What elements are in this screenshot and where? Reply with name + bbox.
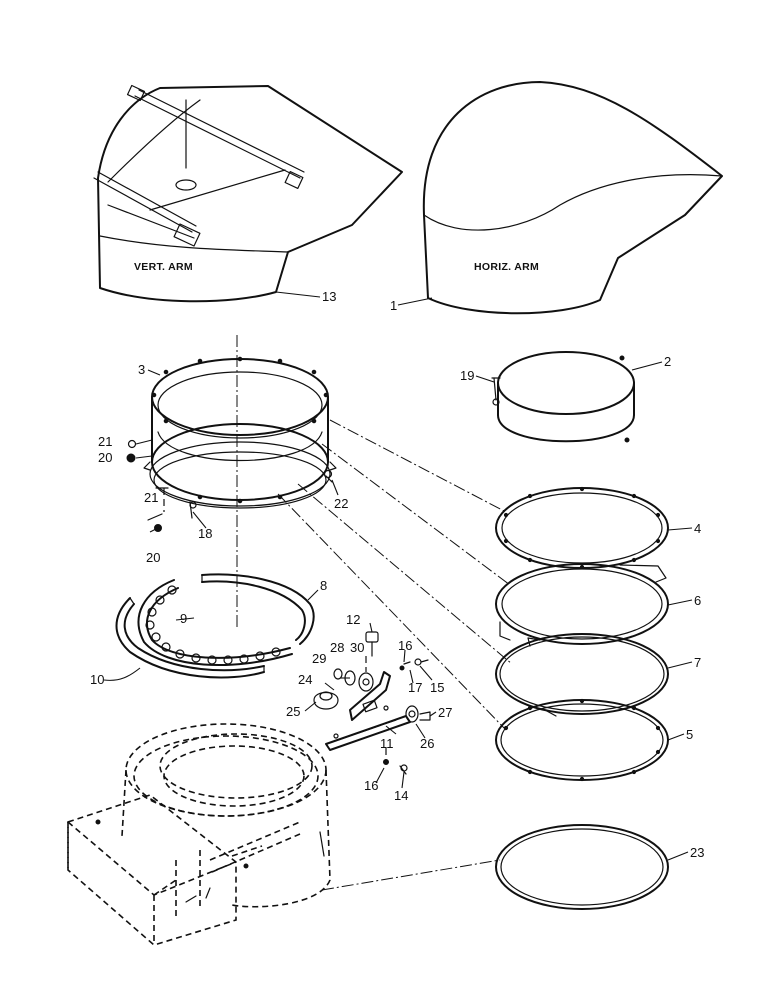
callout-15: 15 — [430, 680, 444, 695]
callout-3: 3 — [138, 362, 145, 377]
callout-6: 6 — [694, 593, 701, 608]
callout-30: 30 — [350, 640, 364, 655]
callout-5: 5 — [686, 727, 693, 742]
callout-14: 14 — [394, 788, 408, 803]
callout-29: 29 — [312, 651, 326, 666]
callout-9: 9 — [180, 611, 187, 626]
callout-10: 10 — [90, 672, 104, 687]
chain-9 — [137, 579, 293, 667]
callout-22: 22 — [334, 496, 348, 511]
callout-16b: 16 — [364, 778, 378, 793]
callout-28: 28 — [330, 640, 344, 655]
strap-10 — [115, 597, 265, 679]
callout-20a: 20 — [98, 450, 112, 465]
callout-18: 18 — [198, 526, 212, 541]
callout-27: 27 — [438, 705, 452, 720]
callout-12: 12 — [346, 612, 360, 627]
ring-7 — [495, 633, 669, 717]
fastener-hardware-left — [126, 439, 333, 533]
latch-mechanism — [313, 631, 431, 775]
ring-4 — [495, 486, 669, 570]
callout-13: 13 — [322, 289, 336, 304]
band-ring — [491, 351, 635, 443]
strap-8 — [201, 573, 315, 645]
leader-lines — [103, 291, 693, 861]
ring-23 — [495, 824, 669, 910]
callout-20b: 20 — [146, 550, 160, 565]
callout-2: 2 — [664, 354, 671, 369]
ring-5 — [495, 698, 669, 782]
callout-26: 26 — [420, 736, 434, 751]
vertical-arm-label: VERT. ARM — [134, 261, 193, 273]
callout-8: 8 — [320, 578, 327, 593]
ring-6 — [495, 563, 669, 645]
horizontal-arm-hood: HORIZ. ARM — [422, 81, 723, 315]
callout-labels: 13 1 3 2 19 21 20 21 20 18 22 4 6 7 5 23… — [90, 289, 704, 860]
callout-7: 7 — [694, 655, 701, 670]
top-ring-assembly — [143, 356, 337, 509]
callout-23: 23 — [690, 845, 704, 860]
callout-21a: 21 — [98, 434, 112, 449]
callout-11: 11 — [380, 736, 394, 751]
callout-24: 24 — [298, 672, 312, 687]
callout-4: 4 — [694, 521, 701, 536]
projection-lines — [277, 419, 513, 891]
callout-17: 17 — [408, 680, 422, 695]
callout-19: 19 — [460, 368, 474, 383]
base-housing-hidden — [67, 723, 331, 946]
callout-25: 25 — [286, 704, 300, 719]
callout-16a: 16 — [398, 638, 412, 653]
callout-1: 1 — [390, 298, 397, 313]
callout-21b: 21 — [144, 490, 158, 505]
vertical-arm-hood: VERT. ARM — [93, 84, 403, 303]
horizontal-arm-label: HORIZ. ARM — [474, 261, 539, 273]
